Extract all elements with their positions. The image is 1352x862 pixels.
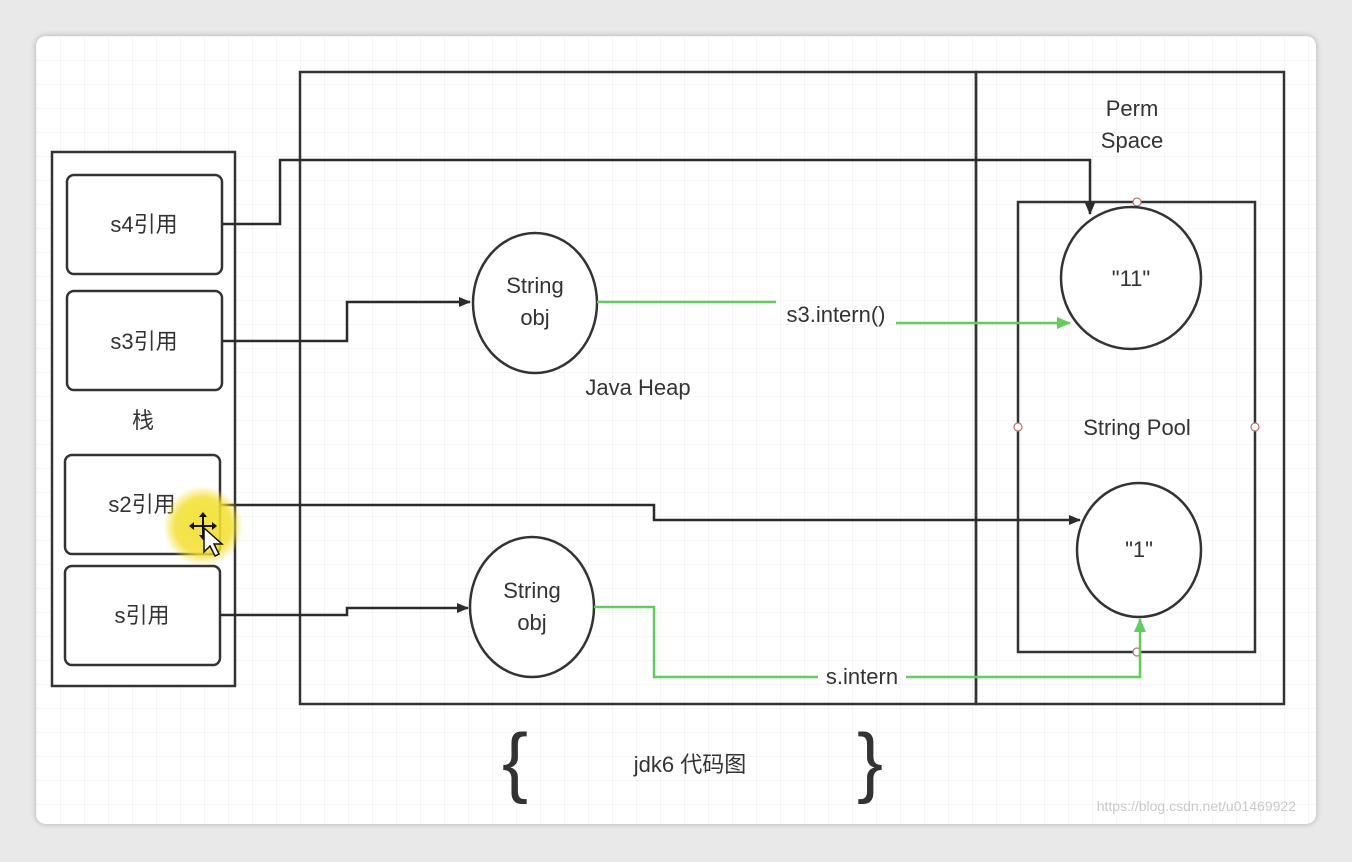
caption-left-brace: {	[502, 717, 528, 805]
perm-space-title-line1: Perm	[1106, 96, 1159, 121]
slide-frame: s4引用 s3引用 s2引用 s引用 栈 Perm Space String P…	[36, 36, 1316, 824]
perm-space-region	[974, 70, 1286, 706]
string-obj-bottom-line1: String	[503, 578, 560, 603]
string-pool-label: String Pool	[1083, 415, 1191, 440]
literal-11-node	[1059, 205, 1203, 351]
stack-title: 栈	[132, 408, 154, 433]
grid-background	[36, 36, 1316, 824]
connector-dot	[1013, 422, 1023, 432]
s-intern-label: s.intern	[826, 664, 898, 689]
s3-ref-label: s3引用	[110, 329, 177, 354]
string-obj-bottom-line2: obj	[517, 610, 546, 635]
caption-text: jdk6 代码图	[633, 752, 746, 777]
literal-11-label: "11"	[1112, 266, 1150, 291]
s4-ref-label: s4引用	[110, 212, 177, 237]
stack-panel: s4引用 s3引用 s2引用 s引用 栈	[50, 150, 237, 688]
jdk6-intern-diagram: s4引用 s3引用 s2引用 s引用 栈 Perm Space String P…	[36, 36, 1316, 824]
string-obj-top-line2: obj	[520, 305, 549, 330]
s2-ref-label: s2引用	[108, 492, 175, 517]
string-obj-top	[471, 231, 599, 375]
s4-to-11-arrow	[222, 158, 1095, 226]
s-ref-label: s引用	[114, 603, 169, 628]
java-heap-label: Java Heap	[585, 375, 690, 400]
s-intern-arrow	[906, 618, 1146, 679]
literal-1-node	[1075, 481, 1203, 619]
connector-dot	[1250, 422, 1260, 432]
s3-to-obj-arrow	[222, 297, 471, 343]
perm-space-title-line2: Space	[1101, 128, 1163, 153]
string-obj-top-line1: String	[506, 273, 563, 298]
s-intern-line	[594, 605, 818, 679]
s2-to-1-arrow	[220, 503, 1081, 525]
watermark-text: https://blog.csdn.net/u01469922	[1096, 798, 1296, 814]
s3-intern-label: s3.intern()	[786, 302, 885, 327]
string-obj-bottom	[468, 535, 596, 679]
literal-1-label: "1"	[1125, 537, 1153, 562]
connector-dot	[1132, 197, 1142, 207]
move-cursor-icon	[189, 512, 224, 558]
caption-right-brace: }	[857, 717, 883, 805]
s-to-obj-arrow	[220, 603, 469, 617]
